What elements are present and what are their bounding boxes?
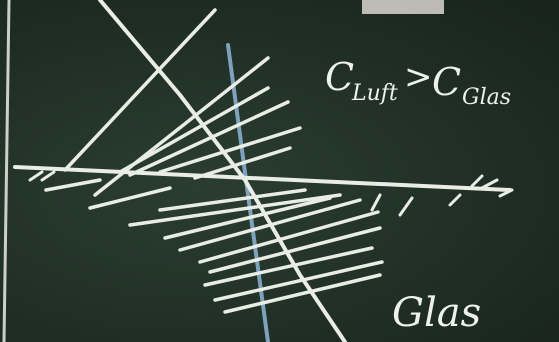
subscript-glas: Glas xyxy=(462,85,511,110)
hatching-lower xyxy=(128,188,384,314)
greater-than-symbol: > xyxy=(404,57,433,97)
paper-corner xyxy=(362,0,444,14)
c-letter-right: C xyxy=(432,60,461,104)
c-letter-left: C xyxy=(325,55,354,99)
interface-line xyxy=(13,165,512,192)
hatching-upper xyxy=(44,8,302,210)
board-edge-line xyxy=(2,0,11,342)
speed-condition: C Luft > C Glas xyxy=(325,55,511,110)
interface-arrows xyxy=(28,170,514,217)
subscript-luft: Luft xyxy=(351,81,398,106)
medium-label-glas: Glas xyxy=(392,290,481,336)
light-ray xyxy=(98,0,347,342)
